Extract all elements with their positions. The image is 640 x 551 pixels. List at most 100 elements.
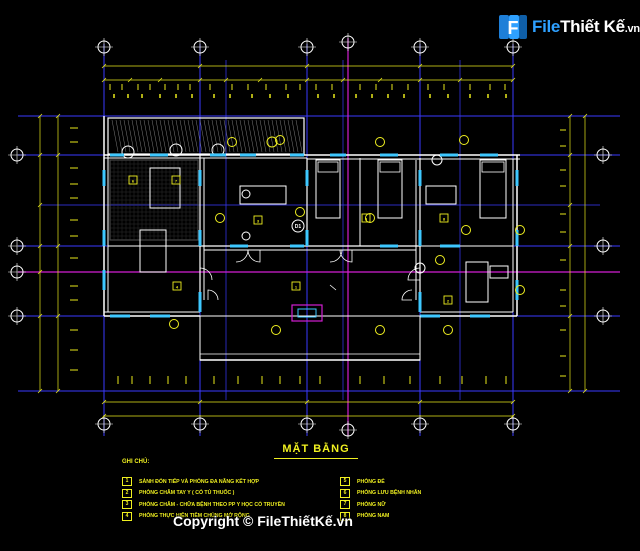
light-fixture [459,135,469,145]
dimension-tick [101,63,107,69]
room-tag [291,281,301,291]
dimension-tick [567,152,573,158]
svg-text:F: F [508,18,519,38]
dimension-tick [304,63,310,69]
shower-stall [149,167,181,209]
room-tag [128,175,138,185]
legend-label: SẢNH ĐÓN TIẾP VÀ PHÒNG ĐA NĂNG KẾT HỢP [139,478,260,485]
toilet-block [107,117,305,155]
legend-item: 7 PHÒNG NỮ [340,499,421,511]
light-fixture [515,225,525,235]
chair [241,189,251,199]
dimension-tick [223,77,229,83]
dimension-tick [304,77,310,83]
legend-number: 7 [340,500,350,510]
dimension-tick [567,202,573,208]
dimension-tick [101,399,107,405]
dimension-tick [567,243,573,249]
light-fixture [271,325,281,335]
legend-label: PHÒNG CHĂM - CHỮA BỆNH THEO PP Y HỌC CỔ … [139,501,285,508]
room-tag [253,215,263,225]
light-fixture [375,137,385,147]
room-tag [172,281,182,291]
dimension-tick [377,77,383,83]
dimension-tick [510,399,516,405]
legend-item: 2 PHÒNG CHĂM TAY Y ( CÓ TỦ THUỐC ) [122,488,285,500]
toilet-fixture [169,143,183,157]
room-tag-number: 4 [176,285,179,290]
light-fixture [443,325,453,335]
light-fixture [435,255,445,265]
couch [465,261,489,303]
leader-line [329,284,337,291]
dimension-tick [55,313,61,319]
legend-right-column: 5 PHÒNG ĐẺ 6 PHÒNG LƯU BỆNH NHÂN 7 PHÒNG… [340,476,421,522]
legend-number: 2 [122,488,132,498]
front-porch [199,315,421,361]
dimension-tick [37,113,43,119]
light-fixture [515,285,525,295]
dimension-tick [304,399,310,405]
light-fixture [169,319,179,329]
room-tag-number: 1 [295,285,298,290]
chair [431,154,443,166]
bed-pillow [481,161,505,173]
side-table [489,265,509,279]
dimension-tick [567,113,573,119]
dimension-tick [457,77,463,83]
bed [377,159,403,219]
dimension-tick [510,63,516,69]
dimension-tick [37,388,43,394]
legend-label: PHÒNG NAM [357,513,390,520]
light-fixture [461,225,471,235]
dimension-tick [37,313,43,319]
legend-number: 8 [340,511,350,521]
legend-left-column: 1 SẢNH ĐÓN TIẾP VÀ PHÒNG ĐA NĂNG KẾT HỢP… [122,476,285,522]
room-tag [443,295,453,305]
logo-emblem-icon: F [498,13,528,41]
dimension-tick [101,413,107,419]
legend-label: PHÒNG CHĂM TAY Y ( CÓ TỦ THUỐC ) [139,490,235,497]
legend-item: 8 PHÒNG NAM [340,511,421,523]
toilet-fixture [121,145,135,159]
plan-title: MẶT BẰNG [282,443,350,455]
dimension-tick [197,63,203,69]
dimension-tick [257,77,263,83]
dimension-tick [37,243,43,249]
door-swing [199,267,213,281]
dimension-tick [55,113,61,119]
light-fixture [375,325,385,335]
light-fixture [266,136,278,148]
door-swing [329,249,343,263]
room-tag [361,213,371,223]
legend-label: PHÒNG ĐẺ [357,478,385,485]
door-swing [207,289,219,301]
dimension-tick [197,77,203,83]
logo-brand-2: Thiết Kế [560,17,625,36]
legend-item: 6 PHÒNG LƯU BỆNH NHÂN [340,488,421,500]
dimension-tick [582,113,588,119]
room-tag-number: 5 [365,217,368,222]
room-tag-number: 2 [447,299,450,304]
dimension-tick [510,413,516,419]
legend-label: PHÒNG NỮ [357,501,386,508]
door-swing [235,249,249,263]
dimension-tick [37,152,43,158]
exam-table [239,185,287,205]
room-tag-number: 6 [132,179,135,184]
legend-item: 5 PHÒNG ĐẺ [340,476,421,488]
dimension-tick [582,388,588,394]
room-tag [171,175,181,185]
dimension-tick [37,269,43,275]
chair [414,262,426,274]
dimension-tick [340,77,346,83]
door-tag-label: D1 [295,224,302,230]
legend-label: PHÒNG THỰC HIỆN TIÊM CHỦNG MỞ RỘNG [139,513,250,520]
dimension-tick [55,243,61,249]
room-tag-number: 7 [175,179,178,184]
legend-item: 3 PHÒNG CHĂM - CHỮA BỆNH THEO PP Y HỌC C… [122,499,285,511]
light-fixture [275,135,285,145]
entrance-marker [291,304,323,322]
